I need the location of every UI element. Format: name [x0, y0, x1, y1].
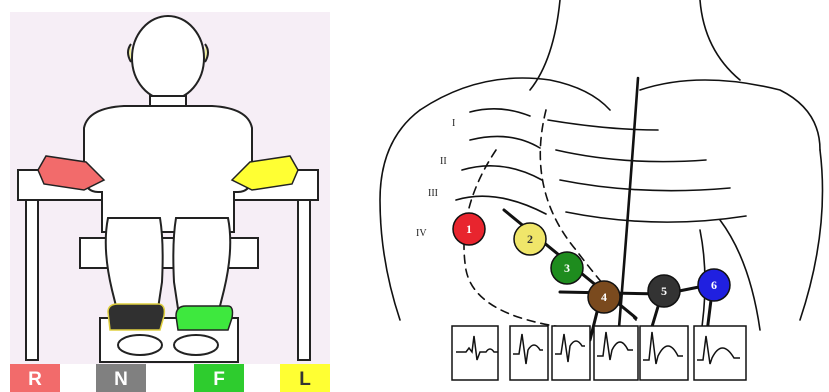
electrode-V1-label: 1 — [466, 222, 472, 236]
electrode-V2: 2 — [514, 223, 546, 255]
electrode-V6-label: 6 — [711, 278, 717, 292]
limb-lead-labels: R N F L — [10, 364, 330, 392]
rib-label-I: I — [452, 118, 455, 129]
right-leg-electrode-clamp — [108, 304, 164, 330]
lead-label-F: F — [194, 364, 244, 392]
chest-electrodes: 1 2 3 4 5 6 — [453, 213, 730, 313]
waveform-box-6 — [694, 326, 746, 380]
electrode-V6: 6 — [698, 269, 730, 301]
rib-labels: I II III IV — [416, 118, 455, 239]
rib-label-III: III — [428, 188, 438, 199]
electrode-V1: 1 — [453, 213, 485, 245]
waveform-box-5 — [640, 326, 688, 380]
electrode-V5-label: 5 — [661, 284, 667, 298]
lead-text-N: N — [114, 369, 128, 390]
lead-label-N: N — [96, 364, 146, 392]
left-leg-electrode-clamp — [176, 306, 233, 330]
lead-text-F: F — [213, 369, 225, 390]
waveform-box-2 — [510, 326, 548, 380]
ecg-waveform-strips — [452, 326, 746, 380]
lead-text-L: L — [299, 369, 311, 390]
waveform-box-1 — [452, 326, 498, 380]
lead-label-L: L — [280, 364, 330, 392]
electrode-V3: 3 — [551, 252, 583, 284]
lead-label-R: R — [10, 364, 60, 392]
electrode-V4: 4 — [588, 281, 620, 313]
electrode-V2-label: 2 — [527, 232, 533, 246]
electrode-V3-label: 3 — [564, 261, 570, 275]
waveform-box-3 — [552, 326, 590, 380]
rib-label-II: II — [440, 156, 447, 167]
waveform-box-4 — [594, 326, 638, 380]
rib-label-IV: IV — [416, 228, 427, 239]
electrode-V5: 5 — [648, 275, 680, 307]
lead-text-R: R — [28, 369, 42, 390]
limb-lead-panel — [10, 12, 330, 364]
electrode-V4-label: 4 — [601, 290, 607, 304]
